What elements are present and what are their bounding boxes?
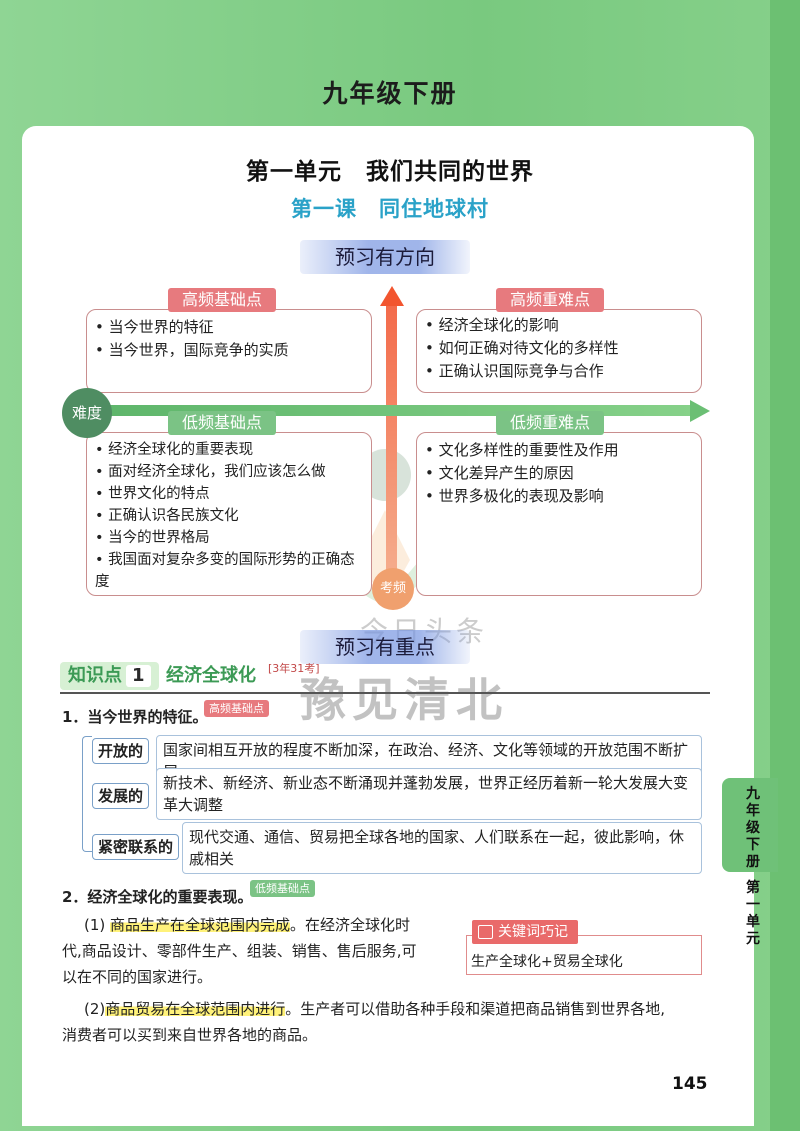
exam-frequency-label: 考频 [372,568,414,610]
list-item: 当今的世界格局 [95,527,363,549]
list-item: 正确认识各民族文化 [95,505,363,527]
right-arrow-icon [690,400,710,422]
high-basic-box: 当今世界的特征 当今世界，国际竞争的实质 [86,309,372,393]
high-basic-mini-tag: 高频基础点 [204,700,269,717]
paragraph-prefix: (1) [84,916,106,934]
low-basic-tag: 低频基础点 [168,411,277,435]
exam-frequency-axis [386,302,397,590]
list-item: 面对经济全球化，我们应该怎么做 [95,461,363,483]
feature-label: 发展的 [92,783,150,809]
exam-count: [3年31考] [268,662,320,675]
text: 消费者可以买到来自世界各地的商品。 [62,1026,318,1044]
keyword-text: 生产全球化+贸易全球化 [471,954,623,970]
list-item: 当今世界的特征 [95,316,371,339]
low-basic-box: 经济全球化的重要表现 面对经济全球化，我们应该怎么做 世界文化的特点 正确认识各… [86,432,372,596]
feature-description: 新技术、新经济、新业态不断涌现并蓬勃发展，世界正经历着新一轮大发展大变革大调整 [156,768,702,820]
list-item: 世界多极化的表现及影响 [425,485,701,508]
list-item: 我国面对复杂多变的国际形势的正确态度 [95,549,363,593]
grade-title: 九年级下册 [322,79,458,108]
difficulty-label: 难度 [62,388,112,438]
text: 代,商品设计、零部件生产、组装、销售、售后服务,可 [62,942,417,960]
paragraph-2: (2)商品贸易在全球范围内进行。生产者可以借助各种手段和渠道把商品销售到世界各地… [62,996,709,1048]
list-item: 正确认识国际竞争与合作 [425,360,701,383]
feature-label: 紧密联系的 [92,834,180,860]
page-edge [770,0,800,1131]
list-item: 世界文化的特点 [95,483,363,505]
divider [60,692,710,694]
high-basic-tag: 高频基础点 [168,288,277,312]
side-tab-grade: 九年级下册 [746,786,760,870]
difficulty-axis [88,405,694,416]
list-item: 文化差异产生的原因 [425,462,701,485]
bracket [82,736,92,852]
list-item: 经济全球化的重要表现 [95,439,363,461]
low-basic-mini-tag: 低频基础点 [250,880,315,897]
question-1-title: 1．当今世界的特征。 [62,708,208,726]
paragraph-prefix: (2) [84,1000,106,1018]
watermark-text: 豫见清北 [300,673,508,727]
note-icon [478,925,493,939]
preview-banner: 预习有方向 [300,240,470,274]
side-tab-unit: 第一单元 [746,880,760,947]
list-item: 经济全球化的影响 [425,314,701,337]
page-number: 145 [672,1074,708,1094]
feature-description: 现代交通、通信、贸易把全球各地的国家、人们联系在一起，彼此影响，休戚相关 [182,822,702,874]
low-hard-tag: 低频重难点 [496,411,605,435]
text: 以在不同的国家进行。 [62,968,213,986]
knowledge-point-title: 经济全球化 [166,665,256,686]
keyword-tag: 关键词巧记 [472,920,578,944]
highlight: 商品贸易在全球范围内进行 [105,1000,286,1018]
high-hard-tag: 高频重难点 [496,288,605,312]
text: 。生产者可以借助各种手段和渠道把商品销售到世界各地, [285,1000,666,1018]
question-2-title: 2．经济全球化的重要表现。 [62,888,253,906]
highlight: 商品生产在全球范围内完成 [110,916,291,934]
low-hard-box: 文化多样性的重要性及作用 文化差异产生的原因 世界多极化的表现及影响 [416,432,702,596]
knowledge-point-label: 知识点 [68,665,122,686]
high-hard-box: 经济全球化的影响 如何正确对待文化的多样性 正确认识国际竞争与合作 [416,309,702,393]
text: 。在经济全球化时 [290,916,411,934]
feature-label: 开放的 [92,738,150,764]
up-arrow-icon [380,286,404,306]
list-item: 如何正确对待文化的多样性 [425,337,701,360]
paragraph-1: (1) 商品生产在全球范围内完成。在经济全球化时 代,商品设计、零部件生产、组装… [62,912,464,990]
list-item: 文化多样性的重要性及作用 [425,439,701,462]
lesson-title: 第一课 同住地球村 [291,197,489,221]
unit-title: 第一单元 我们共同的世界 [246,159,534,185]
key-points-banner: 预习有重点 [300,630,470,664]
list-item: 当今世界，国际竞争的实质 [95,339,371,362]
side-tab[interactable] [722,778,778,872]
knowledge-point-number: 1 [126,665,151,687]
